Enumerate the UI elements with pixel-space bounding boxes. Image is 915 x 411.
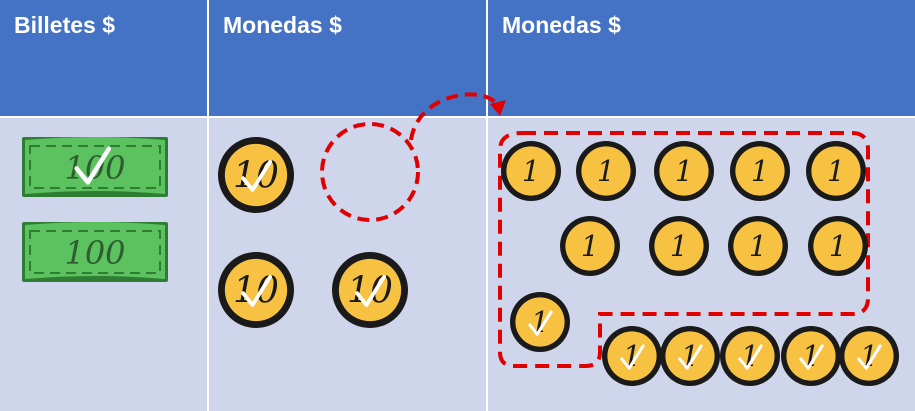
coin-face xyxy=(338,258,402,322)
check-icon xyxy=(528,310,553,336)
coin-face xyxy=(659,146,709,196)
bill-body xyxy=(25,222,165,279)
coin-label: 1 xyxy=(670,230,688,263)
header-monedas-2-label: Monedas $ xyxy=(502,12,621,38)
header-billetes-label: Billetes $ xyxy=(14,12,115,38)
coin-label: 1 xyxy=(751,155,769,188)
coin-1: 1 xyxy=(576,141,636,201)
coin-1: 1 xyxy=(808,216,868,276)
coin-face xyxy=(607,331,657,381)
coin-face xyxy=(506,146,556,196)
header-monedas-1-label: Monedas $ xyxy=(223,12,342,38)
arrowhead-icon xyxy=(490,100,506,116)
check-icon xyxy=(241,274,273,307)
coin-1: 1 xyxy=(806,141,866,201)
coin-face xyxy=(725,331,775,381)
bill-100: 100 xyxy=(22,137,168,197)
coin-label: 1 xyxy=(581,230,599,263)
coin-face xyxy=(735,146,785,196)
coin-1: 1 xyxy=(730,141,790,201)
coin-face xyxy=(581,146,631,196)
coin-1: 1 xyxy=(510,292,570,352)
header-monedas-2: Monedas $ xyxy=(488,0,915,116)
check-icon xyxy=(355,274,387,307)
check-icon xyxy=(74,146,112,185)
coin-label: 1 xyxy=(597,155,615,188)
coin-1: 1 xyxy=(781,326,841,386)
coin-face xyxy=(565,221,615,271)
coin-1: 1 xyxy=(839,326,899,386)
coin-label: 10 xyxy=(233,155,279,197)
bill-body xyxy=(25,137,165,194)
coin-face xyxy=(224,258,288,322)
coin-label: 1 xyxy=(675,155,693,188)
coin-10: 10 xyxy=(218,252,294,328)
header-monedas-1: Monedas $ xyxy=(209,0,486,116)
coin-face xyxy=(733,221,783,271)
coin-1: 1 xyxy=(720,326,780,386)
exchange-arrow xyxy=(409,92,500,141)
coin-1: 1 xyxy=(660,326,720,386)
coin-label: 10 xyxy=(233,270,279,312)
coin-1: 1 xyxy=(602,326,662,386)
coin-label: 10 xyxy=(347,270,393,312)
coin-1: 1 xyxy=(560,216,620,276)
coin-1: 1 xyxy=(501,141,561,201)
coin-1: 1 xyxy=(649,216,709,276)
coin-1: 1 xyxy=(728,216,788,276)
coin-face xyxy=(811,146,861,196)
coin-face xyxy=(665,331,715,381)
coin-label: 1 xyxy=(827,155,845,188)
coin-face xyxy=(515,297,565,347)
bill-label: 100 xyxy=(64,234,125,272)
removed-coin-marker xyxy=(320,122,420,222)
coin-face xyxy=(654,221,704,271)
bill-border xyxy=(29,230,161,274)
coin-face xyxy=(224,143,288,207)
header-billetes: Billetes $ xyxy=(0,0,207,116)
check-icon xyxy=(799,344,824,370)
coin-10: 10 xyxy=(218,137,294,213)
coin-10: 10 xyxy=(332,252,408,328)
check-icon xyxy=(738,344,763,370)
coin-face xyxy=(813,221,863,271)
check-icon xyxy=(620,344,645,370)
check-icon xyxy=(678,344,703,370)
bill-border xyxy=(29,145,161,189)
bill-100: 100 xyxy=(22,222,168,282)
check-icon xyxy=(857,344,882,370)
ten-ones-group xyxy=(498,131,870,368)
coin-label: 1 xyxy=(749,230,767,263)
coin-face xyxy=(786,331,836,381)
coin-label: 1 xyxy=(522,155,540,188)
coin-face xyxy=(844,331,894,381)
check-icon xyxy=(241,159,273,192)
coin-label: 1 xyxy=(829,230,847,263)
coin-1: 1 xyxy=(654,141,714,201)
